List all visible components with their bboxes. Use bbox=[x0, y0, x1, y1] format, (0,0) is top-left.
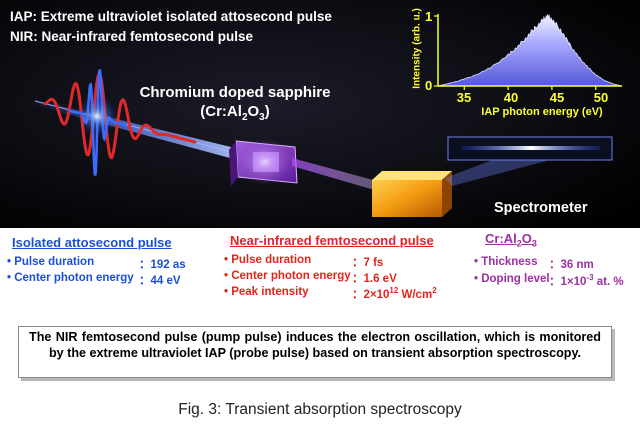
chart-y-ticks bbox=[434, 15, 438, 87]
cral-title-sub1: 2 bbox=[516, 238, 522, 249]
iap-photon-energy-value: ：44 eV bbox=[139, 275, 181, 287]
crystal-formula: (Cr:Al2O3) bbox=[0, 103, 470, 123]
iap-pulse-glow bbox=[77, 96, 117, 136]
nir-pulse-duration-label: • Pulse duration bbox=[224, 254, 312, 266]
peak-value-exponent: 12 bbox=[389, 286, 399, 296]
crystal-formula-mid: O bbox=[247, 103, 260, 120]
nir-peak-intensity-label: • Peak intensity bbox=[224, 286, 309, 298]
nir-legend-line: NIR: Near-infrared femtosecond pulse bbox=[10, 29, 254, 44]
doping-value-suffix: at. % bbox=[593, 276, 624, 288]
nir-photon-energy-value: ：1.6 eV bbox=[352, 273, 397, 285]
iap-pulse-duration-value: ：192 as bbox=[139, 259, 186, 271]
iap-legend-line: IAP: Extreme ultraviolet isolated attose… bbox=[10, 9, 332, 24]
cral-title-prefix: Cr:Al bbox=[485, 231, 517, 246]
figure-caption: Fig. 3: Transient absorption spectroscop… bbox=[178, 401, 462, 418]
cral-title-sub2: 3 bbox=[531, 238, 537, 249]
peak-value-prefix: ：2×10 bbox=[352, 289, 390, 301]
doping-value-prefix: ：1×10 bbox=[549, 276, 587, 288]
nir-pulse-waveform bbox=[43, 71, 197, 160]
y-axis-label: Intensity (arb. u.) bbox=[411, 8, 423, 89]
x-axis-label: IAP photon energy (eV) bbox=[481, 106, 603, 118]
crystal-formula-sub2: 3 bbox=[259, 112, 265, 123]
thickness-value: ：36 nm bbox=[549, 259, 594, 271]
x-tick-label-45: 45 bbox=[549, 90, 565, 105]
crystal-formula-sub1: 2 bbox=[241, 112, 248, 123]
detector-spectrum-strip bbox=[462, 146, 600, 150]
doping-level-label: • Doping level bbox=[474, 273, 550, 285]
x-tick-label-35: 35 bbox=[456, 90, 472, 105]
spectrum-chart bbox=[434, 14, 623, 90]
y-tick-label-0: 0 bbox=[425, 78, 433, 93]
crystal-formula-prefix: (Cr:Al bbox=[200, 103, 242, 120]
grating-side bbox=[442, 171, 452, 217]
nir-pulse-duration-value: ：7 fs bbox=[352, 257, 384, 269]
illustration-canvas bbox=[0, 0, 640, 228]
y-tick-label-1: 1 bbox=[425, 9, 433, 24]
crystal-sample-front bbox=[229, 141, 238, 186]
peak-value-unit-exponent: 2 bbox=[432, 286, 437, 296]
iap-pulse-duration-label: • Pulse duration bbox=[7, 256, 95, 268]
crystal-glow bbox=[235, 138, 295, 186]
peak-value-unit: W/cm bbox=[398, 289, 433, 301]
doping-level-value: ：1×10-3 at. % bbox=[549, 273, 624, 289]
nir-peak-intensity-value: ：2×1012 W/cm2 bbox=[352, 286, 437, 302]
grating-block bbox=[372, 180, 442, 217]
description-box: The NIR femtosecond pulse (pump pulse) i… bbox=[18, 326, 612, 378]
cral-title-mid: O bbox=[521, 231, 532, 246]
nir-photon-energy-label: • Center photon energy bbox=[224, 270, 351, 282]
crystal-title: Chromium doped sapphire bbox=[139, 84, 331, 101]
x-tick-label-50: 50 bbox=[593, 90, 609, 105]
x-tick-label-40: 40 bbox=[503, 90, 519, 105]
spectrometer-label: Spectrometer bbox=[494, 200, 588, 216]
iap-section-title: Isolated attosecond pulse bbox=[12, 235, 172, 250]
doping-value-exponent: -3 bbox=[586, 273, 594, 283]
thickness-label: • Thickness bbox=[474, 256, 538, 268]
iap-photon-energy-label: • Center photon energy bbox=[7, 272, 134, 284]
description-text: The NIR femtosecond pulse (pump pulse) i… bbox=[29, 330, 601, 360]
crystal-formula-suffix: ) bbox=[264, 103, 270, 120]
chart-x-ticks bbox=[463, 86, 597, 90]
outgoing-beam bbox=[292, 158, 388, 194]
spectrum-area bbox=[437, 14, 623, 87]
nir-section-title: Near-infrared femtosecond pulse bbox=[230, 233, 434, 248]
experiment-illustration: IAP: Extreme ultraviolet isolated attose… bbox=[0, 0, 640, 228]
grating-top bbox=[372, 171, 452, 180]
cral-section-title: Cr:Al2O3 bbox=[485, 231, 537, 249]
